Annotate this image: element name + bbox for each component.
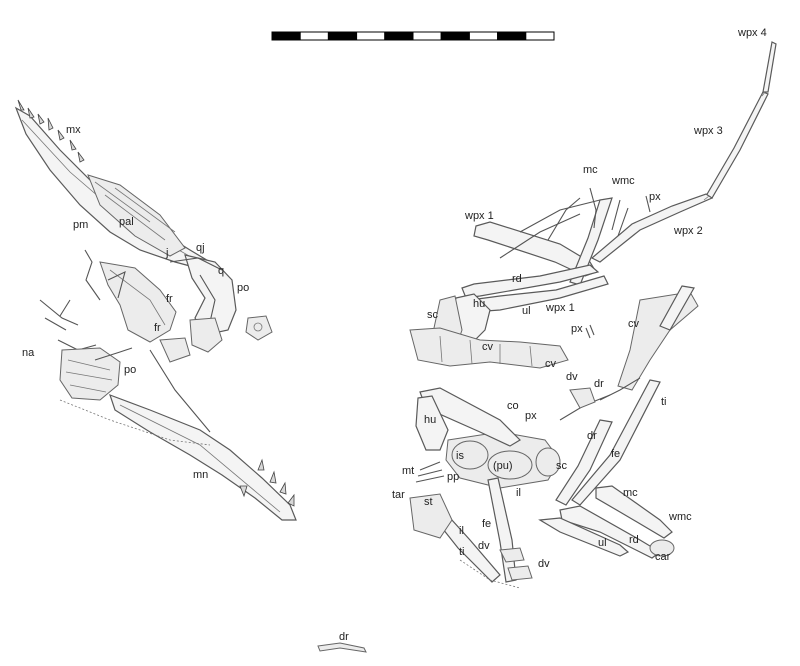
label-palatine: pal <box>119 216 134 228</box>
label-dorsal-rib-3: dr <box>339 631 349 643</box>
scale-bar-segment <box>468 31 499 41</box>
label-quadratojugal: qj <box>196 242 205 254</box>
label-coracoid: co <box>507 400 519 412</box>
label-radius-2: rd <box>629 534 639 546</box>
scale-bar-segment <box>440 31 470 41</box>
label-wing-phalanx-2: wpx 2 <box>674 225 703 237</box>
label-wing-phalanx-3: wpx 3 <box>694 125 723 137</box>
label-mandible: mn <box>193 469 209 481</box>
scale-bar-segment <box>525 31 555 41</box>
label-carpal: car <box>655 551 671 563</box>
label-prepubis: pp <box>447 471 460 483</box>
label-cervical-vertebra: cv <box>482 341 493 353</box>
label-wing-phalanx-1: wpx 1 <box>465 210 494 222</box>
scale-bar <box>271 31 555 41</box>
lower-teeth <box>239 458 295 507</box>
frontal-region <box>99 261 177 343</box>
scale-bar-segment <box>356 31 386 41</box>
label-frontal-2: fr <box>154 322 161 334</box>
label-phalanx: px <box>649 191 661 203</box>
label-dorsal-rib-2: dr <box>587 430 597 442</box>
label-dorsal-vertebra-2: dv <box>478 540 490 552</box>
label-wing-phalanx-4: wpx 4 <box>738 27 767 39</box>
label-nasal: na <box>22 347 35 359</box>
wing-phalanx-4 <box>762 41 777 93</box>
label-dorsal-vertebra-3: dv <box>538 558 550 570</box>
label-tarsal: tar <box>392 489 405 501</box>
label-radius: rd <box>512 273 522 285</box>
label-pubis: (pu) <box>493 460 513 472</box>
label-scapula-2: sc <box>556 460 567 472</box>
cervical-vertebrae <box>409 327 569 369</box>
scale-bar-segment <box>384 31 414 41</box>
label-metacarpal: mc <box>583 164 598 176</box>
label-frontal: fr <box>166 293 173 305</box>
label-cervical-vertebra-2: cv <box>545 358 556 370</box>
label-phalanx-3: px <box>525 410 537 422</box>
label-ulna-2: ul <box>598 537 607 549</box>
label-wing-phalanx-1b: wpx 1 <box>546 302 575 314</box>
label-sternum: st <box>424 496 433 508</box>
label-ilium: il <box>516 487 521 499</box>
label-metacarpal-2: mc <box>623 487 638 499</box>
upper-teeth <box>17 99 85 163</box>
label-cervical-vertebra-3: cv <box>628 318 639 330</box>
label-quadrate: q <box>218 265 225 277</box>
label-phalanx-2: px <box>571 323 583 335</box>
wing-phalanx-3 <box>705 91 769 199</box>
humerus-left <box>415 395 449 451</box>
label-metatarsal: mt <box>402 465 415 477</box>
label-femur-2: fe <box>482 518 492 530</box>
scale-bar-segment <box>327 31 358 41</box>
label-tibia-2: ti <box>459 546 465 558</box>
isolated-dorsal-rib <box>317 642 367 653</box>
label-postorbital: po <box>237 282 250 294</box>
mandible <box>109 393 297 521</box>
label-maxilla: mx <box>66 124 81 136</box>
label-jugal: j <box>166 247 169 259</box>
postorbital-block <box>59 347 121 401</box>
femur-right <box>555 419 613 506</box>
label-femur: fe <box>611 448 621 460</box>
label-humerus-2: hu <box>424 414 437 426</box>
scale-bar-segment <box>412 31 442 41</box>
label-wing-metacarpal-2: wmc <box>669 511 692 523</box>
wing-phalanx-2 <box>590 193 714 263</box>
label-scapula: sc <box>427 309 438 321</box>
label-ulna: ul <box>522 305 531 317</box>
label-ilium-2: il <box>459 525 464 537</box>
cervical-vertebrae-right <box>617 291 699 391</box>
sternum <box>409 493 453 539</box>
palatine <box>87 174 186 257</box>
skull-drawing <box>14 99 297 521</box>
metacarpal-lower <box>595 485 673 539</box>
label-humerus: hu <box>473 298 486 310</box>
postcranial-drawing <box>409 41 777 589</box>
label-postorbital-2: po <box>124 364 137 376</box>
label-tibia: ti <box>661 396 667 408</box>
scale-bar-segment <box>497 31 527 41</box>
tibia-right <box>571 379 661 506</box>
label-premaxilla: pm <box>73 219 89 231</box>
label-ischium: is <box>456 450 464 462</box>
label-wing-metacarpal: wmc <box>612 175 635 187</box>
label-dorsal-rib: dr <box>594 378 604 390</box>
scale-bar-segment <box>299 31 329 41</box>
label-dorsal-vertebra: dv <box>566 371 578 383</box>
scale-bar-segment <box>271 31 301 41</box>
